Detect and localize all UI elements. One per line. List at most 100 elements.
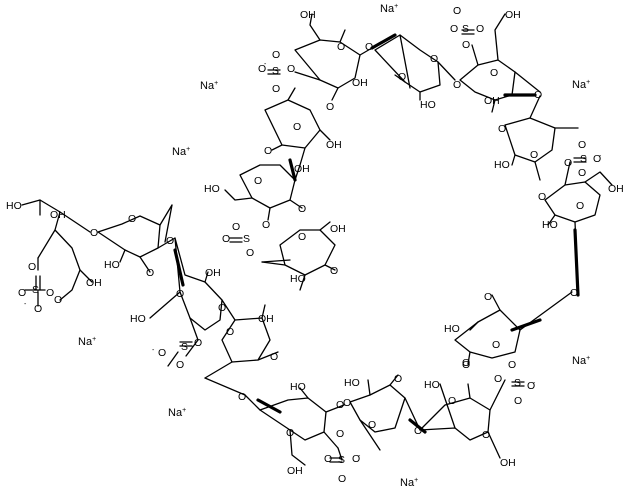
label-o: O <box>336 399 344 411</box>
label-ho: HO <box>444 323 460 335</box>
label-o: O <box>298 203 306 215</box>
label-ho: HO <box>130 313 146 325</box>
label-oh: OH <box>294 163 310 175</box>
na-ion: Na+ <box>572 355 590 367</box>
label-o: O <box>352 453 360 465</box>
label-o: O <box>462 39 470 51</box>
label-o: O <box>494 373 502 385</box>
svg-text:Na+: Na+ <box>572 355 590 367</box>
label-oh: OH <box>608 183 624 195</box>
label-oh: OH <box>505 9 521 21</box>
label-o: O <box>264 145 272 157</box>
svg-text:Na+: Na+ <box>572 79 590 91</box>
label-o: O <box>534 89 542 101</box>
label-o: O <box>576 200 584 212</box>
label-o: O <box>262 219 270 231</box>
label-o: O <box>158 347 166 359</box>
label-o: O <box>414 425 422 437</box>
label-o: O <box>570 287 578 299</box>
label-oh: OH <box>205 267 221 279</box>
label-o: O <box>462 357 470 369</box>
label-o: O <box>258 63 266 75</box>
label-s: S <box>243 233 250 245</box>
na-ion: Na+ <box>380 3 398 15</box>
label-o: O <box>564 157 572 169</box>
na-ion: Na+ <box>400 477 418 489</box>
label-o: O <box>492 339 500 351</box>
label-o: O <box>394 373 402 385</box>
minus-charge: - <box>264 61 267 68</box>
label-o: O <box>330 265 338 277</box>
label-ho: HO <box>290 381 306 393</box>
label-oh: OH <box>86 277 102 289</box>
svg-text:Na+: Na+ <box>78 336 96 348</box>
label-o: O <box>218 302 226 314</box>
label-o: O <box>453 5 461 17</box>
label-oh: OH <box>287 465 303 477</box>
label-oh: OH <box>300 9 316 21</box>
label-ho: HO <box>344 377 360 389</box>
label-o: O <box>476 23 484 35</box>
label-o: O <box>484 291 492 303</box>
label-o: O <box>128 213 136 225</box>
label-o: O <box>246 247 254 259</box>
label-o: O <box>28 261 36 273</box>
label-ho: HO <box>204 183 220 195</box>
label-s: S <box>338 454 345 466</box>
label-s: S <box>272 65 279 77</box>
minus-charge: - <box>358 453 361 460</box>
label-o: O <box>272 83 280 95</box>
label-ho: HO <box>290 273 306 285</box>
label-ho: HO <box>542 219 558 231</box>
label-o: O <box>398 71 406 83</box>
label-o: O <box>343 397 351 409</box>
label-o: O <box>254 175 262 187</box>
label-o: O <box>226 326 234 338</box>
na-ion: Na+ <box>172 146 190 158</box>
wedge-bonds <box>173 33 580 434</box>
na-ion: Na+ <box>200 80 218 92</box>
svg-text:Na+: Na+ <box>168 407 186 419</box>
label-o: O <box>18 287 26 299</box>
label-oh: OH <box>50 209 66 221</box>
label-o: O <box>338 473 346 485</box>
label-o: O <box>527 380 535 392</box>
label-oh: OH <box>500 457 516 469</box>
label-o: O <box>365 41 373 53</box>
label-o: O <box>166 235 174 247</box>
label-oh: OH <box>484 95 500 107</box>
label-o: O <box>578 139 586 151</box>
label-oh: OH <box>352 77 368 89</box>
minus-charge: - <box>533 380 536 387</box>
label-o: O <box>326 101 334 113</box>
label-oh: OH <box>258 313 274 325</box>
svg-text:Na+: Na+ <box>200 80 218 92</box>
label-o: O <box>272 49 280 61</box>
label-o: O <box>194 337 202 349</box>
na-ion: Na+ <box>168 407 186 419</box>
label-o: O <box>482 429 490 441</box>
label-s: S <box>580 153 587 165</box>
minus-charge: - <box>24 301 27 308</box>
atom-labels: HO OH O O S O O O OH O O HO O O OH O HO … <box>6 5 624 485</box>
label-o: O <box>578 167 586 179</box>
label-o: O <box>490 67 498 79</box>
label-o: O <box>368 419 376 431</box>
label-o: O <box>222 233 230 245</box>
label-o: O <box>176 359 184 371</box>
label-o: O <box>293 121 301 133</box>
label-o: O <box>54 294 62 306</box>
svg-text:Na+: Na+ <box>380 3 398 15</box>
minus-charge: - <box>152 347 155 354</box>
label-o: O <box>430 53 438 65</box>
label-o: O <box>337 41 345 53</box>
label-o: O <box>453 79 461 91</box>
minus-charge: - <box>456 5 459 12</box>
na-ion: Na+ <box>572 79 590 91</box>
label-o: O <box>324 453 332 465</box>
label-s: S <box>181 341 188 353</box>
svg-text:Na+: Na+ <box>400 477 418 489</box>
label-o: O <box>146 267 154 279</box>
